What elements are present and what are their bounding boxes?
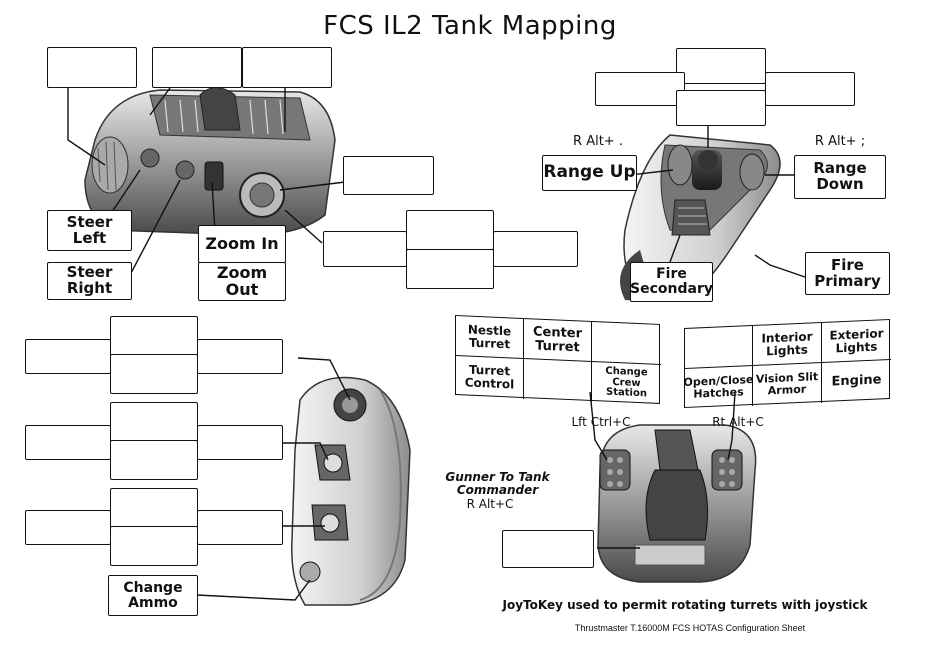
side-hat3-top <box>110 488 198 528</box>
side-hat2-bottom <box>110 440 198 480</box>
side-hat1-bottom <box>110 354 198 394</box>
sheet-caption: Thrustmaster T.16000M FCS HOTAS Configur… <box>574 623 806 634</box>
side-hat3-right <box>197 510 283 545</box>
side-hat2-left <box>25 425 111 460</box>
exterior-lights-cell: Exterior Lights <box>822 319 891 363</box>
throttle-top-box-1 <box>47 47 137 88</box>
side-hat2-top <box>110 402 198 442</box>
leader-lines <box>67 87 806 601</box>
change-ammo-box: Change Ammo <box>108 575 198 616</box>
stick-base-drawing <box>597 424 757 583</box>
stick-hat-right <box>765 72 855 106</box>
throttle-top-drawing <box>84 87 336 236</box>
gunner-key: R Alt+C <box>466 496 514 511</box>
base-right-empty-1 <box>685 325 753 369</box>
base-right-panel: Interior Lights Exterior Lights Open/Clo… <box>684 319 891 409</box>
base-left-empty-2 <box>524 359 592 402</box>
vision-slit-armor-cell: Vision Slit Armor <box>753 362 822 406</box>
base-left-empty-1 <box>592 321 661 365</box>
hat-cluster-top <box>406 210 494 250</box>
base-left-panel: Nestle Turret Center Turret Turret Contr… <box>455 315 661 404</box>
page-title: FCS IL2 Tank Mapping <box>323 11 617 42</box>
range-up-key: R Alt+ . <box>573 134 623 150</box>
side-hat1-top <box>110 316 198 356</box>
stick-hat-left <box>595 72 685 106</box>
side-hat2-right <box>197 425 283 460</box>
left-panel-key: Lft Ctrl+C <box>571 414 631 429</box>
side-hat3-bottom <box>110 526 198 566</box>
change-crew-station-cell: Change Crew Station <box>605 365 648 400</box>
zoom-out-box: Zoom Out <box>198 262 286 301</box>
base-button-box <box>502 530 594 568</box>
range-up-box: Range Up <box>542 155 637 191</box>
open-close-hatches-cell: Open/Close Hatches <box>684 365 753 409</box>
joytokey-note: JoyToKey used to permit rotating turrets… <box>502 597 868 612</box>
stick-head-drawing <box>620 134 781 302</box>
steer-right-box: Steer Right <box>47 262 132 300</box>
hat-cluster-right <box>493 231 578 267</box>
throttle-top-box-2 <box>152 47 242 88</box>
turret-control-cell: Turret Control <box>456 356 524 400</box>
stick-hat-top <box>676 48 766 84</box>
right-panel-key: Rt Alt+C <box>712 414 764 429</box>
hat-cluster-bottom <box>406 249 494 289</box>
side-hat3-left <box>25 510 111 545</box>
side-hat1-right <box>197 339 283 374</box>
hat-cluster-left <box>323 231 407 267</box>
throttle-top-box-3 <box>242 47 332 88</box>
throttle-side-drawing <box>291 376 411 606</box>
engine-cell: Engine <box>831 372 882 390</box>
range-down-box: Range Down <box>794 155 886 199</box>
range-down-key: R Alt+ ; <box>814 134 866 150</box>
stick-hat-bottom <box>676 90 766 126</box>
side-hat1-left <box>25 339 111 374</box>
interior-lights-cell: Interior Lights <box>753 322 822 366</box>
gunner-note: Gunner To Tank Commander <box>445 470 550 497</box>
fire-secondary-box: Fire Secondary <box>630 262 713 302</box>
throttle-top-box-4 <box>343 156 434 195</box>
center-turret-cell: Center Turret <box>524 319 592 362</box>
zoom-in-box: Zoom In <box>198 225 286 263</box>
fire-primary-box: Fire Primary <box>805 252 890 295</box>
nestle-turret-cell: Nestle Turret <box>456 316 524 360</box>
steer-left-box: Steer Left <box>47 210 132 251</box>
